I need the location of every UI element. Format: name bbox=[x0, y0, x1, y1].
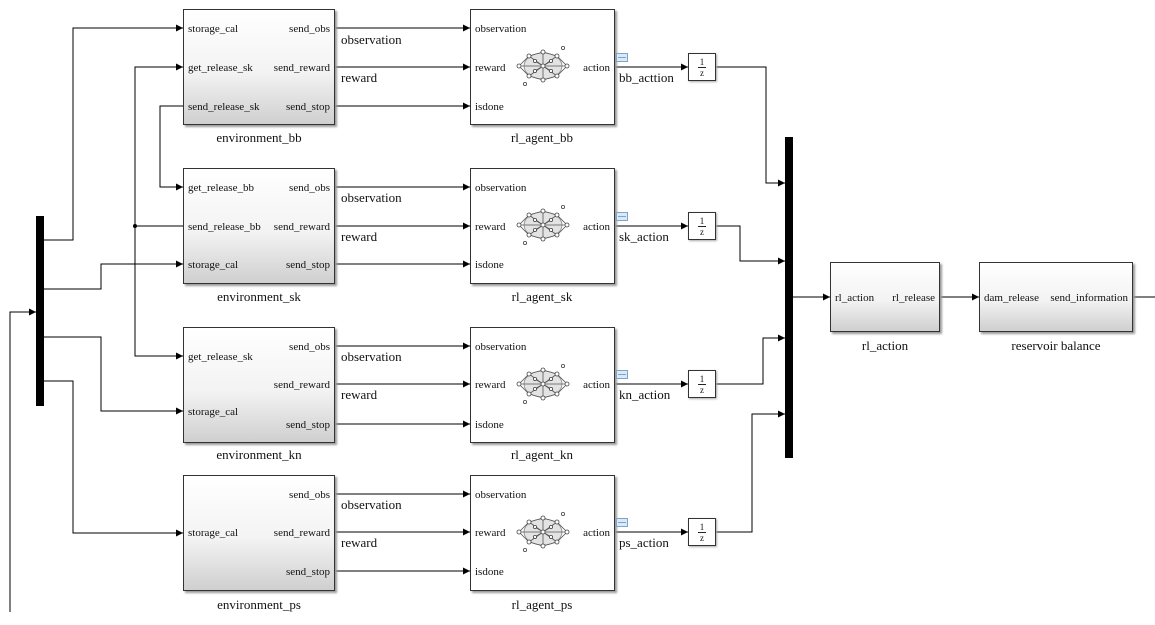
agent-bb-in-3: isdone bbox=[475, 101, 504, 113]
environment-kn-block[interactable]: get_release_sk storage_cal send_obs send… bbox=[183, 327, 335, 443]
rl-agent-ps-block[interactable]: observation reward isdone action bbox=[470, 475, 615, 591]
env-bb-in-3: send_release_sk bbox=[188, 101, 260, 113]
signal-logging-icon[interactable] bbox=[616, 53, 628, 62]
agent-ps-out: action bbox=[583, 527, 610, 539]
neural-network-icon bbox=[516, 512, 570, 553]
env-sk-out-3: send_stop bbox=[286, 259, 330, 271]
environment-sk-title: environment_sk bbox=[217, 289, 301, 304]
action-signal-kn: kn_action bbox=[619, 387, 671, 402]
action-signal-sk: sk_action bbox=[619, 229, 669, 244]
wire-demux-env-ps bbox=[44, 380, 183, 537]
env-ps-out-3: send_stop bbox=[286, 566, 330, 578]
wire-sk-release-to-bb bbox=[134, 63, 183, 227]
env-kn-out-3: send_stop bbox=[286, 419, 330, 431]
agent-sk-out: action bbox=[583, 221, 610, 233]
env-ps-out-1: send_obs bbox=[289, 489, 330, 501]
agent-bb-in-1: observation bbox=[475, 23, 527, 35]
signal-label-reward: reward bbox=[341, 229, 378, 244]
reservoir-balance-block[interactable]: dam_release send_information bbox=[979, 262, 1133, 332]
env-bb-out-1: send_obs bbox=[289, 23, 330, 35]
signal-label-reward: reward bbox=[341, 70, 378, 85]
env-kn-in-1: get_release_sk bbox=[188, 351, 253, 363]
action-signal-bb: bb_acttion bbox=[619, 70, 674, 85]
mux-bus[interactable] bbox=[785, 137, 793, 458]
rl-action-title: rl_action bbox=[861, 338, 909, 353]
signal-label-reward: reward bbox=[341, 535, 378, 550]
agent-bb-out: action bbox=[583, 62, 610, 74]
demux-bus[interactable] bbox=[36, 216, 44, 406]
agent-ps-in-1: observation bbox=[475, 489, 527, 501]
branch-point bbox=[133, 224, 137, 228]
rl-action-out: rl_release bbox=[892, 292, 935, 304]
env-ps-out-2: send_reward bbox=[273, 527, 330, 539]
environment-bb-title: environment_bb bbox=[216, 130, 302, 145]
signal-logging-icon[interactable] bbox=[616, 212, 628, 221]
neural-network-icon bbox=[516, 205, 570, 246]
env-bb-out-3: send_stop bbox=[286, 101, 330, 113]
agent-sk-in-3: isdone bbox=[475, 259, 504, 271]
reservoir-out: send_information bbox=[1050, 292, 1128, 304]
rl-agent-sk-title: rl_agent_sk bbox=[511, 289, 573, 304]
env-bb-in-1: storage_cal bbox=[188, 23, 239, 35]
environment-kn-title: environment_kn bbox=[216, 447, 302, 462]
env-kn-in-2: storage_cal bbox=[188, 406, 239, 418]
signal-label-reward: reward bbox=[341, 387, 378, 402]
reservoir-in: dam_release bbox=[984, 292, 1039, 304]
reservoir-balance-title: reservoir balance bbox=[1011, 338, 1101, 353]
action-signal-ps: ps_action bbox=[619, 535, 669, 550]
env-sk-out-2: send_reward bbox=[273, 221, 330, 233]
wire-demux-env-bb bbox=[44, 24, 183, 241]
signal-logging-icon[interactable] bbox=[616, 370, 628, 379]
neural-network-icon bbox=[516, 46, 570, 87]
env-sk-out-1: send_obs bbox=[289, 182, 330, 194]
agent-ps-in-3: isdone bbox=[475, 566, 504, 578]
agent-kn-in-2: reward bbox=[475, 379, 506, 391]
env-sk-in-1: get_release_bb bbox=[188, 182, 254, 194]
env-sk-in-3: storage_cal bbox=[188, 259, 239, 271]
agent-kn-out: action bbox=[583, 379, 610, 391]
agent-sk-in-2: reward bbox=[475, 221, 506, 233]
feedback-wire bbox=[9, 308, 36, 612]
signal-label-observation: observation bbox=[341, 32, 402, 47]
rl-agent-kn-title: rl_agent_kn bbox=[510, 447, 574, 462]
env-bb-out-2: send_reward bbox=[273, 62, 330, 74]
rl-action-block[interactable]: rl_action rl_release bbox=[830, 262, 940, 332]
rl-agent-bb-block[interactable]: observation reward isdone action bbox=[470, 9, 615, 125]
signal-logging-icon[interactable] bbox=[616, 518, 628, 527]
wire-demux-env-kn bbox=[44, 336, 183, 415]
wire-bb-release-to-sk bbox=[159, 105, 183, 191]
environment-sk-block[interactable]: get_release_bb send_release_bb storage_c… bbox=[183, 168, 335, 284]
signal-label-observation: observation bbox=[341, 497, 402, 512]
agent-sk-in-1: observation bbox=[475, 182, 527, 194]
rl-action-in: rl_action bbox=[835, 292, 875, 304]
env-kn-out-1: send_obs bbox=[289, 341, 330, 353]
env-bb-in-2: get_release_sk bbox=[188, 62, 253, 74]
agent-bb-in-2: reward bbox=[475, 62, 506, 74]
rl-agent-kn-block[interactable]: observation reward isdone action bbox=[470, 327, 615, 443]
signal-label-observation: observation bbox=[341, 349, 402, 364]
rl-agent-ps-title: rl_agent_ps bbox=[511, 597, 573, 612]
rl-agent-sk-block[interactable]: observation reward isdone action bbox=[470, 168, 615, 284]
wire-sk-release-to-kn bbox=[134, 226, 183, 360]
neural-network-icon bbox=[516, 364, 570, 405]
env-sk-in-2: send_release_bb bbox=[188, 221, 261, 233]
environment-ps-block[interactable]: storage_cal send_obs send_reward send_st… bbox=[183, 475, 335, 591]
env-kn-out-2: send_reward bbox=[273, 379, 330, 391]
environment-ps-title: environment_ps bbox=[217, 597, 301, 612]
rl-agent-bb-title: rl_agent_bb bbox=[510, 130, 574, 145]
wire-demux-env-sk bbox=[44, 260, 183, 290]
agent-kn-in-1: observation bbox=[475, 341, 527, 353]
agent-kn-in-3: isdone bbox=[475, 419, 504, 431]
signal-label-observation: observation bbox=[341, 190, 402, 205]
agent-ps-in-2: reward bbox=[475, 527, 506, 539]
env-ps-in-1: storage_cal bbox=[188, 527, 239, 539]
environment-bb-block[interactable]: storage_cal get_release_sk send_release_… bbox=[183, 9, 335, 125]
